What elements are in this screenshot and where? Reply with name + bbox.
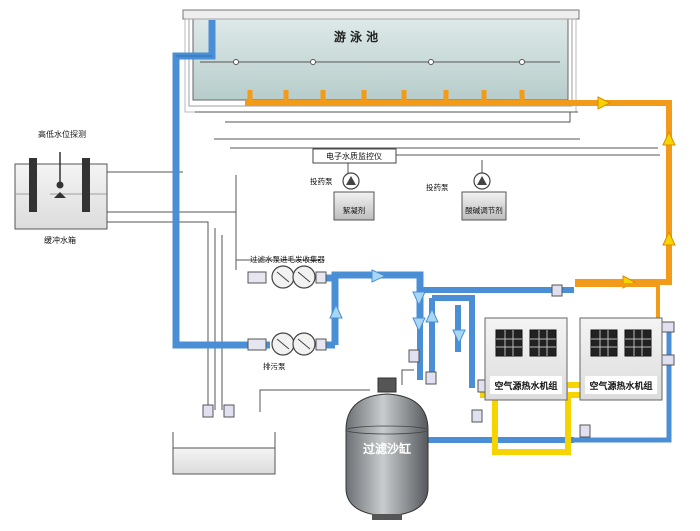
pool-label: 游 泳 池 [334, 29, 378, 44]
chem-tank-right-label: 酸碱调节剂 [465, 205, 503, 215]
sand-filter-label: 过滤沙缸 [363, 441, 411, 456]
level-sensor-label: 高低水位探测 [38, 129, 86, 139]
orange-return-pipe [245, 90, 672, 285]
orange-arrow-1 [597, 96, 612, 110]
sand-filter-tank: 过滤沙缸 [345, 377, 429, 520]
hair-filter-label: 过滤水泵进毛发收集器 [250, 254, 325, 264]
collection-basin [172, 432, 276, 475]
chem-tank-left-label: 絮凝剂 [343, 205, 366, 215]
dosing-pump-right-label: 投药泵 [426, 182, 449, 192]
blue-pipes [172, 20, 672, 443]
blue-arrows [329, 269, 466, 345]
heat-pump-2-label: 空气源热水机组 [589, 380, 652, 392]
sewage-pump-label: 排污泵 [263, 361, 286, 371]
dosing-unit-left: 投药泵 絮凝剂 [310, 172, 375, 221]
orange-arrow-2 [662, 130, 676, 146]
buffer-tank: 高低水位探测 缓冲水箱 [14, 129, 108, 245]
swimming-pool: 游 泳 池 [182, 9, 580, 113]
thin-lines [106, 111, 660, 412]
buffer-tank-label: 缓冲水箱 [44, 235, 76, 245]
dosing-unit-right: 投药泵 酸碱调节剂 [426, 172, 507, 221]
monitor-label: 电子水质监控仪 [326, 151, 382, 161]
heat-pump-unit-1: 空气源热水机组 [484, 317, 568, 401]
hair-filter-pump: 过滤水泵进毛发收集器 [247, 254, 327, 289]
water-quality-monitor: 电子水质监控仪 [312, 148, 397, 164]
dosing-pump-left-label: 投药泵 [310, 176, 333, 186]
sewage-pump: 排污泵 [247, 332, 327, 371]
heat-pump-unit-2: 空气源热水机组 [579, 317, 663, 401]
heat-pump-1-label: 空气源热水机组 [494, 380, 557, 392]
orange-arrow-3 [662, 230, 676, 246]
